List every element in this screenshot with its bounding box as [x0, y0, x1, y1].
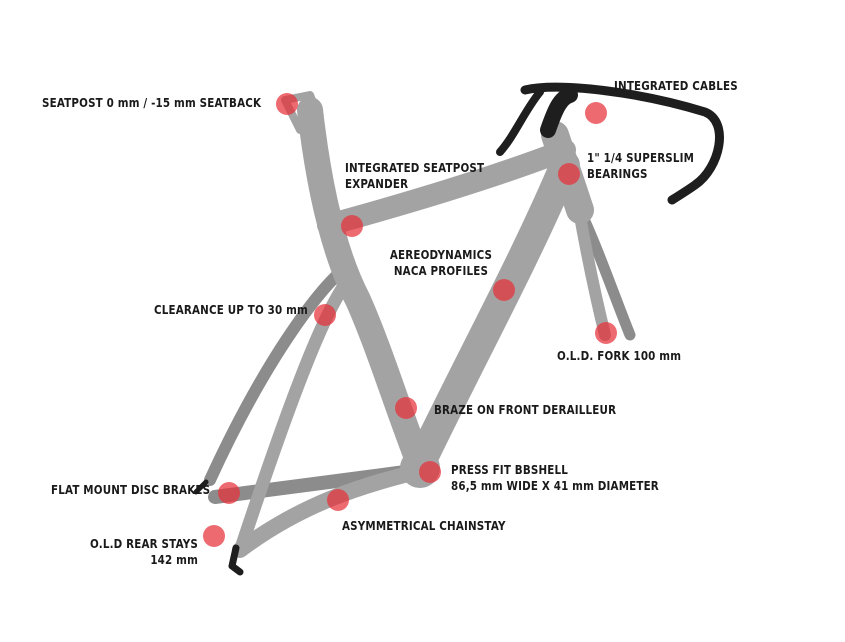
marker-front-derailleur [395, 397, 417, 419]
callout-text: INTEGRATED SEATPOST [345, 161, 485, 175]
callout-text: AEREODYNAMICS [389, 248, 493, 262]
callout-text: EXPANDER [345, 177, 409, 191]
callout-clearance: CLEARANCE UP TO 30 mm [154, 302, 308, 318]
marker-fork [595, 322, 617, 344]
callout-text: BRAZE ON FRONT DERAILLEUR [434, 403, 617, 417]
callout-text: CLEARANCE UP TO 30 mm [154, 303, 308, 317]
callout-text: PRESS FIT BBSHELL [451, 463, 569, 477]
stem [540, 87, 578, 138]
seat-stay-near [235, 268, 359, 552]
callout-text: 142 mm [150, 553, 198, 567]
callout-text: O.L.D. FORK 100 mm [557, 349, 682, 363]
handlebar-far [496, 88, 544, 156]
seat-mast [281, 91, 324, 134]
seat-stay-far [204, 262, 351, 486]
rear-dropout [228, 544, 244, 576]
fork-leg-near [572, 199, 611, 341]
callout-chainstay: ASYMMETRICAL CHAINSTAY [342, 518, 506, 534]
marker-seatpost [276, 93, 298, 115]
handlebar [520, 82, 724, 205]
rear-dropout-far [193, 479, 209, 495]
callout-integrated-cables: INTEGRATED CABLES [614, 78, 738, 94]
marker-clearance [314, 304, 336, 326]
callout-text: 86,5 mm WIDE X 41 mm DIAMETER [451, 479, 659, 493]
callout-rear-stays: O.L.D REAR STAYS 142 mm [79, 536, 198, 568]
callout-disc-brakes: FLAT MOUNT DISC BRAKES [51, 482, 210, 498]
callout-text: FLAT MOUNT DISC BRAKES [51, 483, 211, 497]
marker-integrated-cables [585, 102, 607, 124]
marker-bbshell [419, 461, 441, 483]
callout-text: NACA PROFILES [393, 264, 489, 278]
down-tube [407, 150, 580, 475]
callout-front-derailleur: BRAZE ON FRONT DERAILLEUR [434, 402, 616, 418]
callout-text: 1" 1/4 SUPERSLIM [587, 151, 695, 165]
seat-tube [297, 97, 429, 468]
callout-seatpost-expander: INTEGRATED SEATPOST EXPANDER [345, 160, 484, 192]
callout-text: SEATPOST 0 mm / -15 mm SEATBACK [42, 96, 262, 110]
callout-seatpost: SEATPOST 0 mm / -15 mm SEATBACK [42, 95, 261, 111]
callout-text: INTEGRATED CABLES [614, 79, 738, 93]
top-tube [317, 139, 576, 236]
callout-text: BEARINGS [587, 167, 648, 181]
marker-bearings [558, 163, 580, 185]
callout-fork: O.L.D. FORK 100 mm [557, 348, 681, 364]
callout-aerodynamics: AEREODYNAMICS NACA PROFILES [377, 247, 506, 279]
marker-disc-brakes [218, 482, 240, 504]
callout-text: O.L.D REAR STAYS [90, 537, 198, 551]
callout-markers [203, 93, 617, 547]
callout-text: ASYMMETRICAL CHAINSTAY [342, 519, 506, 533]
marker-aerodynamics [493, 279, 515, 301]
marker-chainstay [327, 489, 349, 511]
callout-bearings: 1" 1/4 SUPERSLIM BEARINGS [587, 150, 694, 182]
marker-rear-stays [203, 525, 225, 547]
callout-bbshell: PRESS FIT BBSHELL 86,5 mm WIDE X 41 mm D… [451, 462, 659, 494]
marker-seatpost-expander [341, 215, 363, 237]
